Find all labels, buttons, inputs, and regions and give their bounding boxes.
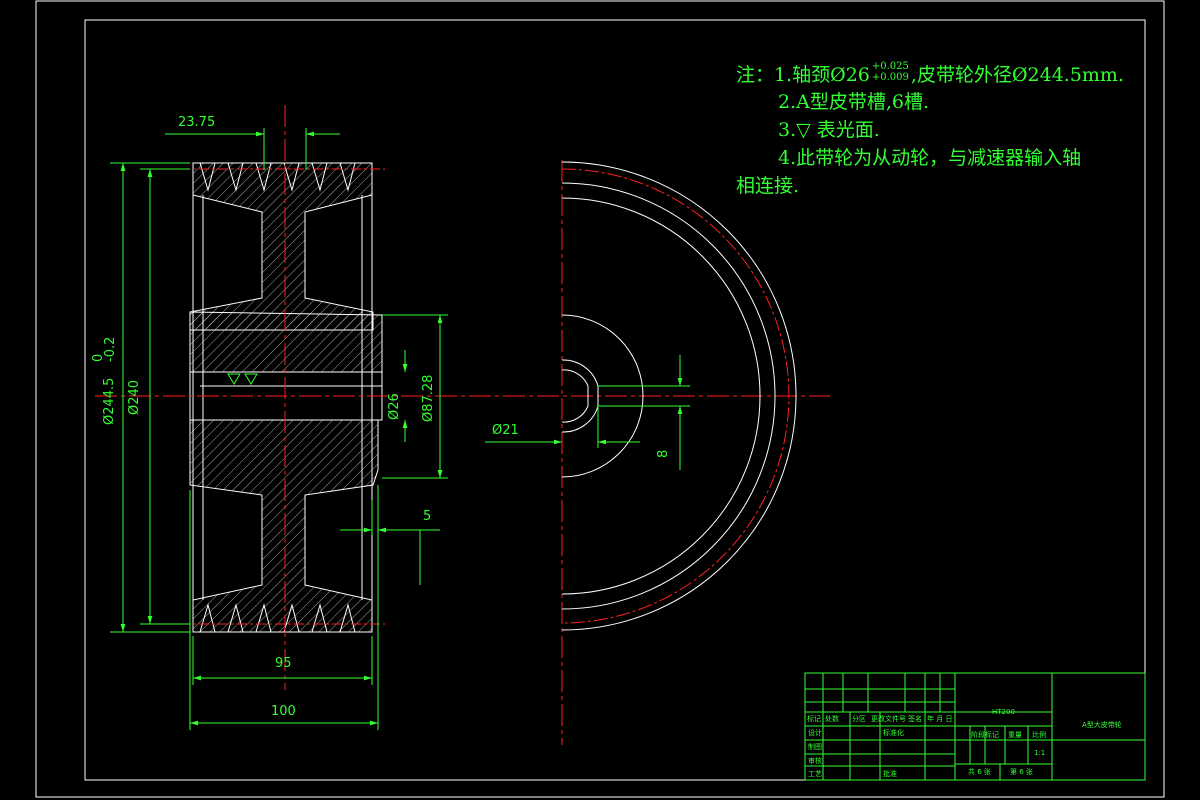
tb-stage: 阶段标记 — [971, 730, 999, 739]
tb-part-name: A型大皮带轮 — [1082, 720, 1122, 729]
dim-groove-diameter: Ø240 — [127, 380, 142, 415]
rim-outer-arc — [561, 161, 797, 631]
tol-lower: +0.009 — [871, 72, 909, 83]
tb-material: HT200 — [992, 708, 1015, 716]
grooves-bottom — [193, 603, 372, 633]
tb-scale-value: 1:1 — [1034, 749, 1045, 757]
note-1-prefix: 注：1.轴颈Ø26 — [736, 64, 870, 86]
surface-finish-symbol-2 — [244, 373, 258, 385]
title-block — [804, 672, 1146, 781]
dim-hub: Ø87.28 — [421, 375, 436, 422]
hub-arc — [561, 314, 644, 478]
tol-upper: +0.025 — [871, 61, 909, 72]
note-line-2: 2.A型皮带槽,6槽. — [778, 91, 930, 113]
dim-groove-pitch: 23.75 — [178, 115, 215, 130]
dim-outer-diameter-tol: 0 — [91, 354, 106, 362]
title-block-text: 标记 处数 分区 更改文件号 签名 年 月 日 设计 制图 审核 工艺 标准化 … — [807, 708, 1122, 778]
front-dimensions — [485, 355, 690, 470]
tb-header-5: 年 月 日 — [927, 714, 952, 723]
tb-header-0: 标记 — [807, 714, 821, 723]
note-1-tolerance: +0.025+0.009 — [872, 61, 909, 83]
tb-row-design: 设计 — [808, 728, 822, 737]
tb-header-4: 签名 — [908, 714, 922, 723]
dim-offset: 5 — [423, 509, 431, 524]
rim-bottom-hatch — [189, 419, 379, 633]
section-view — [95, 105, 830, 690]
tb-sheets: 共 6 张 — [968, 767, 991, 776]
note-line-5: 相连接. — [736, 175, 800, 197]
dim-total-width: 100 — [271, 704, 296, 719]
tb-scale: 比例 — [1032, 730, 1046, 739]
tb-header-1: 处数 — [825, 714, 839, 723]
dim-bore: Ø26 — [387, 393, 402, 420]
tb-header-2: 分区 — [852, 714, 866, 723]
grooves-top — [193, 162, 372, 192]
surface-finish-symbol — [227, 373, 241, 385]
front-view — [561, 160, 797, 745]
tb-sheet-no: 第 6 张 — [1010, 767, 1033, 776]
bore-inner-arc — [561, 369, 589, 423]
bore-arc — [561, 359, 599, 433]
tb-approve: 批准 — [883, 769, 897, 778]
note-line-3: 3.▽ 表光面. — [778, 119, 880, 141]
tb-standard: 标准化 — [883, 728, 904, 737]
hub-upper-hatch — [189, 311, 383, 373]
tb-row-draw: 制图 — [808, 742, 822, 751]
note-line-1: 注：1.轴颈Ø26+0.025+0.009,皮带轮外径Ø244.5mm. — [736, 61, 1124, 87]
tb-row-process: 工艺 — [808, 770, 822, 778]
note-1-suffix: ,皮带轮外径Ø244.5mm. — [910, 64, 1124, 86]
section-dimensions — [110, 128, 448, 730]
note-line-4: 4.此带轮为从动轮，与减速器输入轴 — [778, 147, 1082, 169]
dim-outer-diameter-tol-lower: -0.2 — [103, 337, 118, 362]
outer-border — [35, 0, 1165, 798]
dim-key-bore: Ø21 — [492, 423, 519, 438]
dim-groove-width: 95 — [275, 656, 292, 671]
tb-row-check: 审核 — [808, 756, 822, 765]
dim-outer-diameter: Ø244.5 — [102, 378, 117, 425]
rim-inner-arc — [561, 197, 761, 595]
groove-pitch-arc — [561, 168, 790, 624]
rim-top-hatch — [189, 162, 374, 331]
tb-header-3: 更改文件号 — [871, 714, 906, 723]
tb-weight: 重量 — [1008, 731, 1022, 739]
groove-inner-arc — [561, 182, 776, 610]
drawing-frame — [84, 19, 1146, 781]
dim-keyway: 8 — [656, 450, 671, 458]
